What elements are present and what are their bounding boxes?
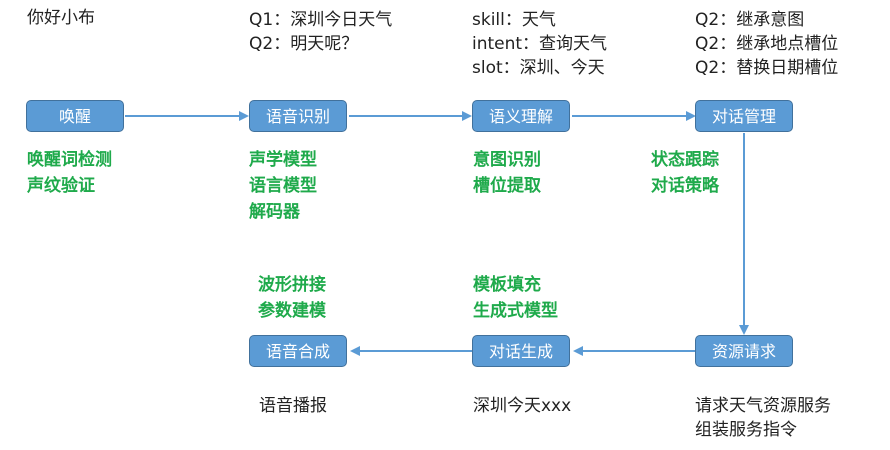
detail-line: 语言模型 [249,176,317,196]
node-asr: 语音识别 [249,100,347,132]
node-wake: 唤醒 [26,100,124,132]
detail-line: 模板填充 [473,275,541,295]
detail-line: 唤醒词检测 [27,150,112,170]
asr-example: Q1：深圳今日天气 Q2：明天呢？ [249,8,392,56]
asr-details: 声学模型 语言模型 解码器 [249,147,317,225]
nlu-details: 意图识别 槽位提取 [473,147,541,199]
resource-example-line: 组装服务指令 [695,420,797,440]
detail-line: 波形拼接 [258,275,326,295]
resource-example-line: 请求天气资源服务 [695,396,831,416]
nlg-details: 模板填充 生成式模型 [473,272,558,324]
node-nlu: 语义理解 [472,100,570,132]
dm-example-line: Q2：继承地点槽位 [695,34,839,54]
nlu-example-line: slot：深圳、今天 [472,58,605,78]
asr-example-line: Q1：深圳今日天气 [249,10,393,30]
dm-details: 状态跟踪 对话策略 [651,147,719,199]
node-resource: 资源请求 [695,335,793,367]
detail-line: 生成式模型 [473,301,558,321]
wake-example: 你好小布 [27,8,95,28]
detail-line: 意图识别 [473,150,541,170]
asr-example-line: Q2：明天呢？ [249,34,359,54]
detail-line: 槽位提取 [473,176,541,196]
dm-example: Q2：继承意图 Q2：继承地点槽位 Q2：替换日期槽位 [695,8,838,80]
detail-line: 声纹验证 [27,176,95,196]
detail-line: 状态跟踪 [651,150,719,170]
nlu-example-line: skill：天气 [472,10,556,30]
node-tts: 语音合成 [249,335,347,367]
wake-details: 唤醒词检测 声纹验证 [27,147,112,199]
nlg-example: 深圳今天xxx [473,396,572,416]
tts-details: 波形拼接 参数建模 [258,272,326,324]
nlu-example-line: intent：查询天气 [472,34,608,54]
dm-example-line: Q2：替换日期槽位 [695,58,839,78]
resource-example: 请求天气资源服务 组装服务指令 [695,394,831,442]
nlu-example: skill：天气 intent：查询天气 slot：深圳、今天 [472,8,607,80]
dm-example-line: Q2：继承意图 [695,10,805,30]
tts-example: 语音播报 [259,396,327,416]
detail-line: 解码器 [249,202,300,222]
detail-line: 参数建模 [258,301,326,321]
node-dm: 对话管理 [695,100,793,132]
node-nlg: 对话生成 [472,335,570,367]
detail-line: 对话策略 [651,176,719,196]
detail-line: 声学模型 [249,150,317,170]
